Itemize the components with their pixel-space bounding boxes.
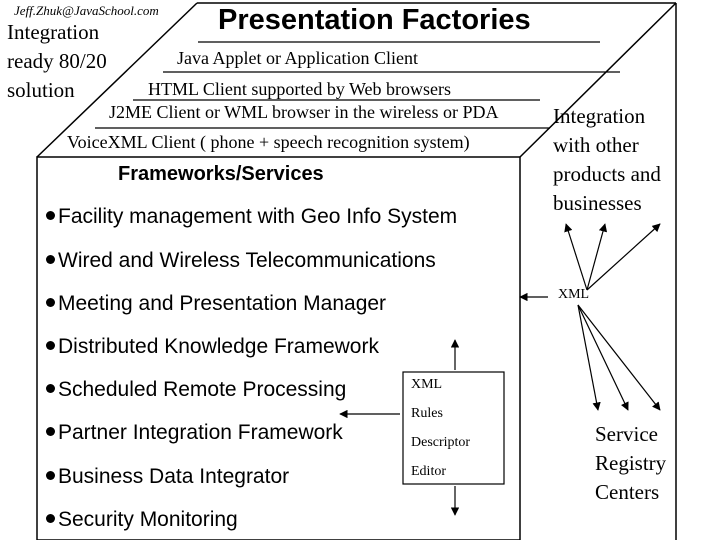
side-note-line: ready 80/20 — [7, 49, 107, 73]
int-arrow-2 — [586, 223, 608, 291]
int-arrow-1 — [564, 223, 588, 291]
frameworks-title: Frameworks/Services — [118, 163, 324, 185]
reg-arrow-3 — [577, 304, 661, 411]
framework-item: Facility management with Geo Info System — [46, 205, 457, 229]
author-email: Jeff.Zhuk@JavaSchool.com — [14, 3, 159, 18]
framework-item: Security Monitoring — [46, 508, 238, 532]
framework-item: Partner Integration Framework — [46, 421, 343, 445]
registry-line: Registry — [595, 451, 667, 475]
cube-edge-top-left — [36, 2, 198, 158]
registry-note: Service Registry Centers — [595, 420, 666, 507]
layer-label: VoiceXML Client ( phone + speech recogni… — [67, 132, 470, 152]
layer-label: HTML Client supported by Web browsers — [148, 79, 452, 99]
rules-box-line: XML — [411, 377, 443, 392]
rules-box-line: Descriptor — [411, 435, 471, 450]
integration-line: Integration — [553, 104, 646, 128]
cube-edge-top-right — [519, 2, 677, 158]
reg-arrow-2 — [577, 304, 629, 411]
rules-box — [402, 371, 505, 485]
integration-line: with other — [553, 133, 639, 157]
framework-item: Wired and Wireless Telecommunications — [46, 249, 436, 273]
framework-item: Business Data Integrator — [46, 465, 289, 489]
rules-box-line: Editor — [411, 464, 446, 479]
layer-label: Java Applet or Application Client — [177, 48, 418, 68]
reg-arrow-1 — [577, 304, 601, 411]
registry-line: Service — [595, 422, 658, 446]
integration-line: products and — [553, 162, 661, 186]
xml-label: XML — [558, 287, 590, 302]
side-note-line: solution — [7, 78, 75, 102]
layer-label: J2ME Client or WML browser in the wirele… — [109, 102, 499, 122]
side-note-line: Integration — [7, 20, 100, 44]
page-title: Presentation Factories — [218, 4, 531, 36]
int-arrow-3 — [586, 223, 661, 291]
integration-note: Integration with other products and busi… — [553, 102, 661, 218]
framework-item: Scheduled Remote Processing — [46, 378, 346, 402]
registry-line: Centers — [595, 480, 660, 504]
framework-item: Distributed Knowledge Framework — [46, 335, 379, 359]
rules-box-line: Rules — [411, 406, 443, 421]
framework-item: Meeting and Presentation Manager — [46, 292, 386, 316]
integration-line: businesses — [553, 191, 642, 215]
frameworks-box — [36, 156, 521, 540]
side-note: Integration ready 80/20 solution — [7, 18, 107, 105]
